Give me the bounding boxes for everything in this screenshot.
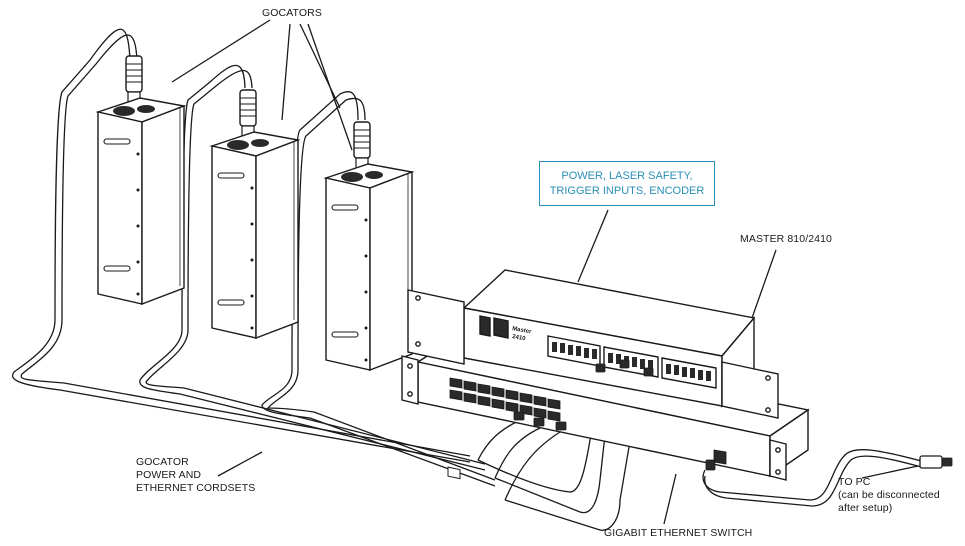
gigabit-switch-label: GIGABIT ETHERNET SWITCH [604, 527, 753, 539]
master-brand-text: Master [512, 326, 533, 335]
gocator-sensor-3 [325, 121, 413, 371]
gocator-sensor-2 [211, 89, 299, 339]
callout-line-2: TRIGGER INPUTS, ENCODER [549, 184, 705, 197]
cable-plugs [513, 359, 953, 471]
power-laser-trigger-callout: POWER, LASER SAFETY, TRIGGER INPUTS, ENC… [539, 161, 715, 206]
gocator-sensor-1 [97, 55, 185, 305]
cordsets-line-1: GOCATOR [136, 456, 189, 468]
to-pc-line-2: (can be disconnected [838, 489, 940, 501]
cordsets-line-3: ETHERNET CORDSETS [136, 482, 256, 494]
to-pc-line-1: TO PC [838, 476, 871, 488]
callout-line-1: POWER, LASER SAFETY, [561, 169, 693, 182]
switch-ports [449, 377, 727, 465]
to-pc-line-3: after setup) [838, 502, 893, 514]
leader-lines [171, 19, 919, 525]
master-model-text: 2410 [512, 334, 527, 342]
cordsets-label: GOCATOR POWER AND ETHERNET CORDSETS [136, 456, 255, 495]
cordsets-line-2: POWER AND [136, 469, 202, 481]
to-pc-label: TO PC (can be disconnected after setup) [838, 476, 940, 515]
gocators-label: GOCATORS [262, 7, 322, 19]
master-label: MASTER 810/2410 [740, 233, 832, 245]
